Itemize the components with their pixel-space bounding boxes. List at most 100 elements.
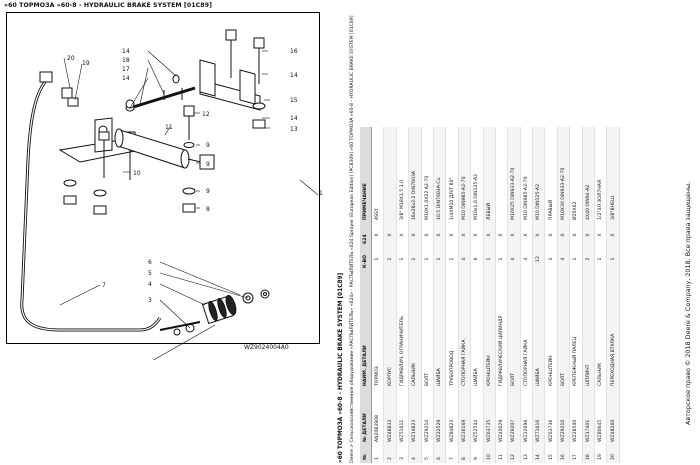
row-part-name: СТОПОРНАЯ ГАЙКА (520, 271, 533, 389)
row-qty: 1 (371, 247, 384, 271)
row-no: 7 (445, 445, 459, 463)
row-part-number: WZ17401 (582, 389, 595, 445)
callout-19: 19 (82, 60, 90, 67)
row-part-number: WZ40029 (495, 389, 508, 445)
row-part-number: WZ63735 (483, 389, 496, 445)
row-note: 18х28х2.2 DIN7603A (408, 127, 422, 223)
row-note: 3/8"ВНЕШ (606, 127, 620, 223)
row-no: 15 (544, 445, 558, 463)
callout-14d: 14 (290, 115, 298, 122)
callout-13: 13 (290, 126, 298, 133)
row-qty: 4 (520, 247, 533, 271)
row-qty: 4 (458, 247, 471, 271)
row-part-name: СТОПОРНАЯ ГАЙКА (458, 271, 471, 389)
row-part-number: WZ32696 (520, 389, 533, 445)
row-note: M10Х25 DIN933-A2-70 (507, 127, 521, 223)
row-624: X (470, 223, 484, 247)
row-note: M10 DIN985-A2-70 (458, 127, 471, 223)
left-page-title: »60 ТОРМОЗА »60-8 - HYDRAULIC BRAKE SYST… (4, 2, 213, 9)
row-part-number: AN2083908 (371, 389, 384, 445)
row-note: 4Х40 DIN94-A2 (582, 127, 595, 223)
parts-table: № № ДЕТАЛИ НАИМ. ДЕТАЛИ К-ВО 624 ПРИМЕЧА… (360, 127, 620, 463)
exploded-view-frame (6, 12, 320, 344)
row-624: X (569, 223, 583, 247)
brake-line-pipe (20, 81, 162, 332)
row-qty: 1 (396, 247, 409, 271)
row-part-number: WZ28500 (569, 389, 583, 445)
row-part-name: КОРПУС (383, 271, 397, 389)
row-624: X (582, 223, 595, 247)
row-part-number: WZ36169 (458, 389, 471, 445)
row-624: X (606, 223, 620, 247)
callout-5: 5 (148, 270, 152, 277)
hydraulic-cylinder (117, 129, 186, 169)
row-note: M10х1.0 DIN125-A2 (470, 127, 484, 223)
col-header-part-name: НАИМ. ДЕТАЛИ (360, 271, 372, 389)
row-no: 19 (594, 445, 607, 463)
row-part-number: WZ29210 (557, 389, 570, 445)
callout-9a: 9 (206, 142, 210, 149)
row-624: X (396, 223, 409, 247)
callout-10: 10 (133, 170, 141, 177)
row-624: X (544, 223, 558, 247)
row-qty: 1 (495, 247, 508, 271)
callout-11: 11 (165, 124, 173, 131)
row-part-name: ГИДРАВЛИЧ. ОГРАНИЧИТЕЛЬ (396, 271, 409, 389)
row-part-name: ТРУБОПРОВОД (445, 271, 459, 389)
row-part-number: WZ22529 (433, 389, 446, 445)
callout-16: 16 (290, 48, 298, 55)
callout-8: 8 (206, 206, 210, 213)
row-part-number: WZ71616 (532, 389, 545, 445)
row-qty: 12 (532, 247, 545, 271)
row-note (383, 127, 397, 223)
row-note: ЛЕВЫЙ (483, 127, 496, 223)
row-part-number: WZ14823 (408, 389, 422, 445)
row-no: 6 (433, 445, 446, 463)
row-qty: 1 (594, 247, 607, 271)
row-note: ASSY (371, 127, 384, 223)
row-note: 1/2"ЗЛ ЗОЛ7НАЯ (594, 127, 607, 223)
row-note: ПРАВЫЙ (544, 127, 558, 223)
row-part-name: КРОНШТЕЙН (483, 271, 496, 389)
row-qty: 4 (557, 247, 570, 271)
figure-code: WZ9024004A0 (244, 344, 289, 351)
row-no: 12 (507, 445, 521, 463)
row-note: 1/4ХМ10 ДЛ/Т 80" (445, 127, 459, 223)
row-624: X (483, 223, 496, 247)
row-part-name: КРЕПЕЖНЫЙ ПАЛЕЦ (569, 271, 583, 389)
copyright-footer: Авторское право © 2018 Deere & Company, … (684, 181, 692, 425)
row-624: X (532, 223, 545, 247)
row-part-name: ТОРМОЗ (371, 271, 384, 389)
row-qty: 1 (445, 247, 459, 271)
col-header-qty: К-ВО (360, 247, 372, 271)
callout-15: 15 (290, 97, 298, 104)
exploded-diagram: 20 19 14 18 17 14 16 14 15 14 13 12 11 9… (20, 29, 319, 360)
row-note: M10Х30 DIN933-A2-70 (557, 127, 570, 223)
row-no: 10 (483, 445, 496, 463)
row-624: X (408, 223, 422, 247)
row-qty: 6 (470, 247, 484, 271)
callout-6: 6 (148, 259, 152, 266)
parts-list-rotated: »60 ТОРМОЗА »60-8 - HYDRAULIC BRAKE SYST… (336, 0, 700, 465)
row-part-name: САЛЬНИК (408, 271, 422, 389)
row-no: 18 (582, 445, 595, 463)
callout-4: 4 (148, 281, 152, 288)
row-part-name: ШАЙБА (532, 271, 545, 389)
row-qty: 1 (421, 247, 434, 271)
row-no: 1 (371, 445, 384, 463)
row-624: X (383, 223, 397, 247)
row-no: 17 (569, 445, 583, 463)
row-note (495, 127, 508, 223)
